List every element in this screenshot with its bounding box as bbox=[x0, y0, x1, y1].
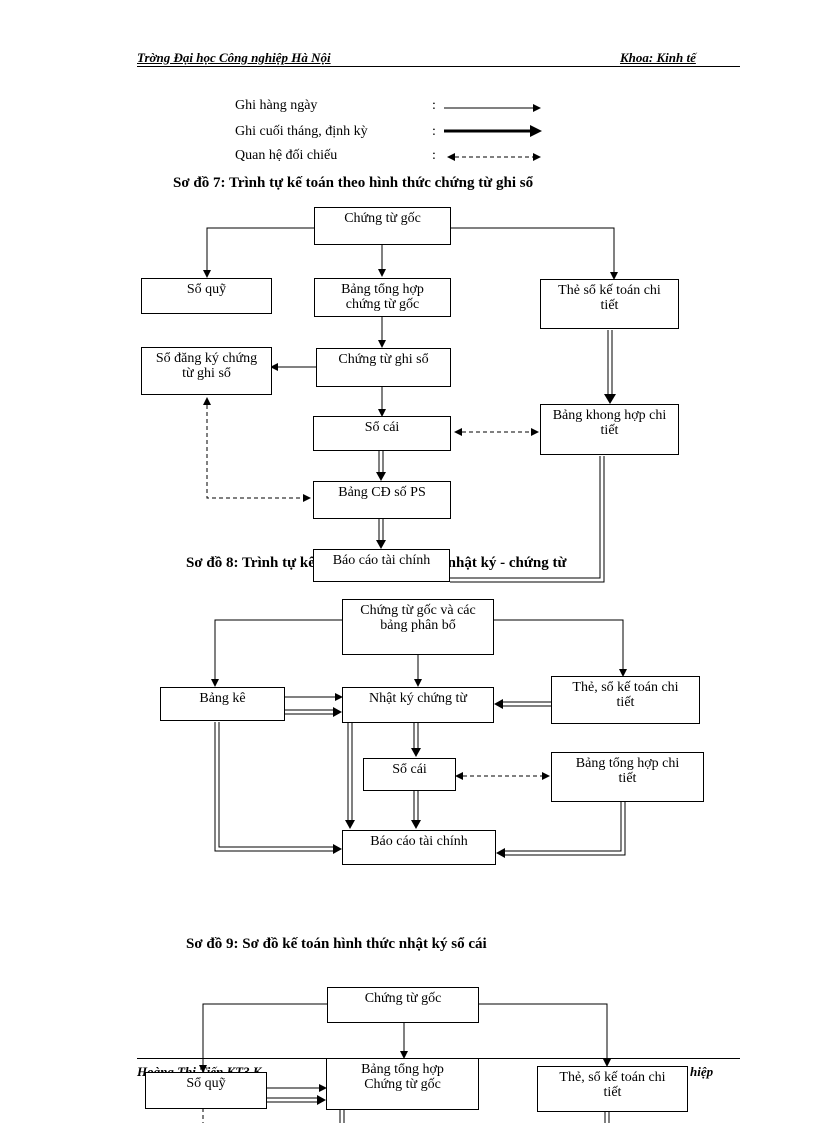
legend-colon-2: : bbox=[432, 124, 436, 139]
d7-chung-tu-goc: Chứng từ gốc bbox=[314, 207, 451, 245]
d7-chung-tu-ghi-so-label: Chứng từ ghi sổ bbox=[338, 352, 429, 367]
d8-so-cai-label: Sổ cái bbox=[392, 762, 427, 777]
d7-bang-tong-hop-label: Bảng tổng hợp chứng từ gốc bbox=[341, 282, 424, 312]
d8-chung-tu-goc-label: Chứng từ gốc và các bảng phân bổ bbox=[360, 603, 476, 633]
header-school: Trờng Đại học Công nghiệp Hà Nội bbox=[137, 50, 331, 65]
header-divider bbox=[137, 66, 740, 67]
d8-nhat-ky-label: Nhật ký chứng từ bbox=[369, 691, 467, 706]
d7-the-so-chi-tiet: Thẻ sổ kế toán chi tiết bbox=[540, 279, 679, 329]
d8-bang-ke: Bảng kê bbox=[160, 687, 285, 721]
d8-bang-tong-hop: Bảng tổng hợp chi tiết bbox=[551, 752, 704, 802]
d7-the-so-chi-tiet-label: Thẻ sổ kế toán chi tiết bbox=[558, 283, 661, 313]
d8-chung-tu-goc: Chứng từ gốc và các bảng phân bổ bbox=[342, 599, 494, 655]
d7-bang-cd-label: Bảng CĐ số PS bbox=[338, 485, 426, 500]
d7-bang-cd: Bảng CĐ số PS bbox=[313, 481, 451, 519]
d8-nhat-ky: Nhật ký chứng từ bbox=[342, 687, 494, 723]
d7-bang-chi-tiet-label: Bảng khong hợp chi tiết bbox=[552, 408, 667, 438]
d9-the-so-label: Thẻ, sổ kế toán chi tiết bbox=[559, 1070, 666, 1100]
legend-colon-3: : bbox=[432, 148, 436, 163]
d7-so-dang-ky-label: Sổ đăng ký chứng từ ghi sổ bbox=[155, 351, 258, 381]
legend-colon-1: : bbox=[432, 98, 436, 113]
d8-bao-cao: Báo cáo tài chính bbox=[342, 830, 496, 865]
d7-so-cai: Sổ cái bbox=[313, 416, 451, 451]
d7-so-dang-ky: Sổ đăng ký chứng từ ghi sổ bbox=[141, 347, 272, 395]
d9-bang-tong-hop-label: Bảng tổng hợp Chứng từ gốc bbox=[361, 1062, 444, 1092]
d7-bao-cao-label: Báo cáo tài chính bbox=[332, 553, 431, 568]
d9-bang-tong-hop: Bảng tổng hợp Chứng từ gốc bbox=[326, 1058, 479, 1110]
d9-chung-tu-goc-label: Chứng từ gốc bbox=[364, 991, 442, 1006]
d8-bang-ke-label: Bảng kê bbox=[199, 691, 246, 706]
d7-so-cai-label: Sổ cái bbox=[364, 420, 400, 435]
header-faculty: Khoa: Kinh tế bbox=[620, 50, 696, 65]
d9-so-quy-label: Sổ quỹ bbox=[186, 1076, 226, 1091]
d7-bang-chi-tiet: Bảng khong hợp chi tiết bbox=[540, 404, 679, 455]
footer-right: hiệp bbox=[690, 1064, 714, 1079]
d9-chung-tu-goc: Chứng từ gốc bbox=[327, 987, 479, 1023]
d7-so-quy-label: Sổ quỹ bbox=[186, 282, 227, 297]
d8-bao-cao-label: Báo cáo tài chính bbox=[370, 834, 468, 849]
d7-bang-tong-hop: Bảng tổng hợp chứng từ gốc bbox=[314, 278, 451, 317]
legend-periodic: Ghi cuối tháng, định kỳ bbox=[235, 124, 368, 139]
d7-chung-tu-goc-label: Chứng từ gốc bbox=[344, 211, 421, 226]
diagram7-title: Sơ đồ 7: Trình tự kế toán theo hình thức… bbox=[173, 175, 534, 191]
d9-the-so: Thẻ, sổ kế toán chi tiết bbox=[537, 1066, 688, 1112]
d8-bang-tong-hop-label: Bảng tổng hợp chi tiết bbox=[575, 756, 680, 786]
diagram9-title: Sơ đồ 9: Sơ đồ kế toán hình thức nhật ký… bbox=[186, 936, 487, 952]
d7-bao-cao: Báo cáo tài chính bbox=[313, 549, 450, 582]
d9-so-quy: Sổ quỹ bbox=[145, 1072, 267, 1109]
d7-chung-tu-ghi-so: Chứng từ ghi sổ bbox=[316, 348, 451, 387]
legend-crosscheck: Quan hệ đối chiếu bbox=[235, 148, 338, 163]
d8-the-so: Thẻ, sổ kế toán chi tiết bbox=[551, 676, 700, 724]
d7-so-quy: Sổ quỹ bbox=[141, 278, 272, 314]
d8-the-so-label: Thẻ, sổ kế toán chi tiết bbox=[572, 680, 679, 710]
legend-daily: Ghi hàng ngày bbox=[235, 98, 318, 113]
d8-so-cai: Sổ cái bbox=[363, 758, 456, 791]
